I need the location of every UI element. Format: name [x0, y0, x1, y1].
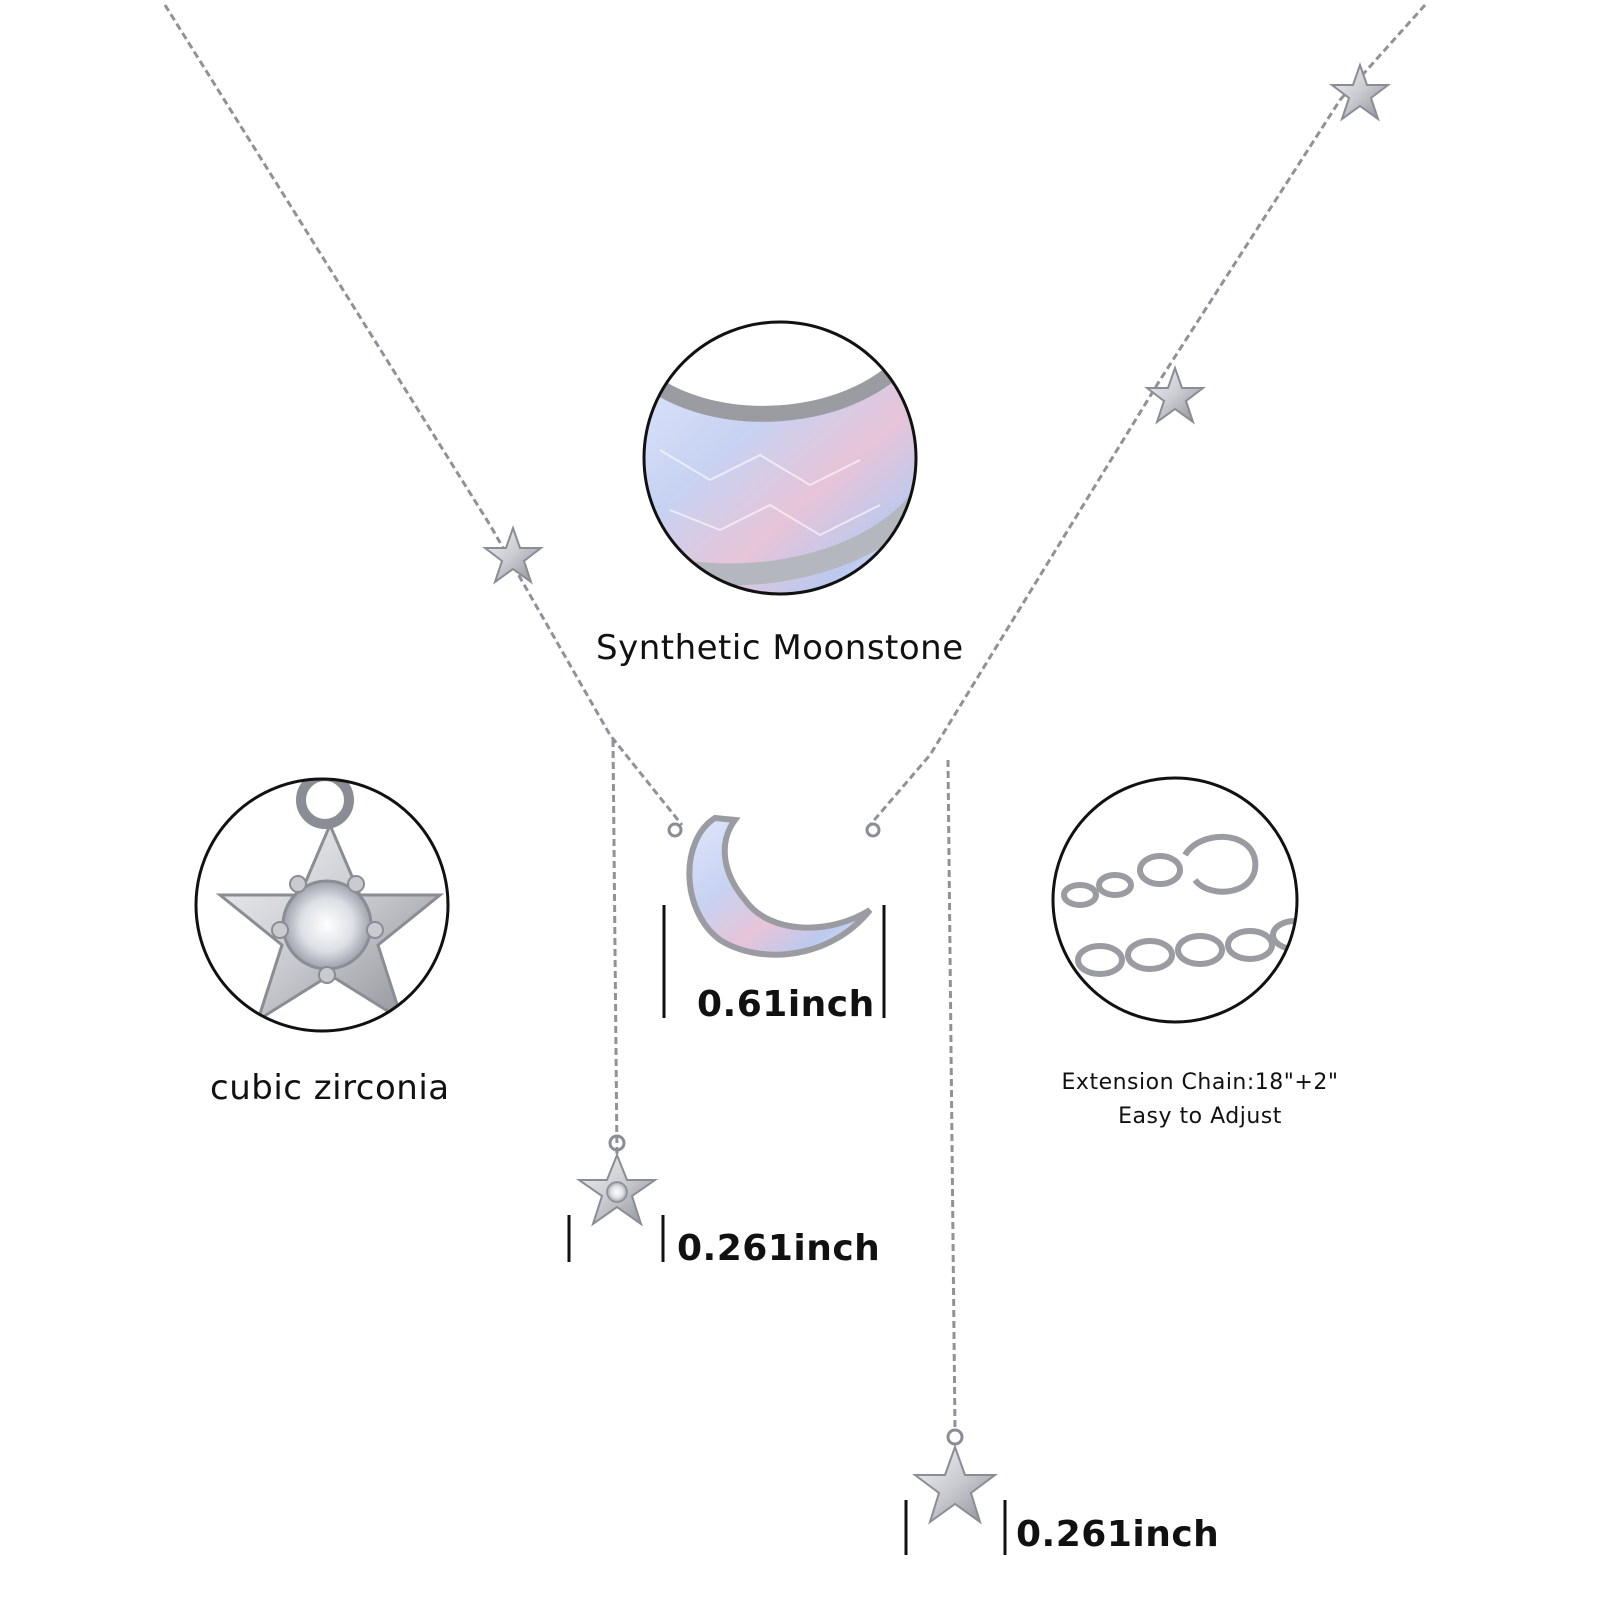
moon-size-label: 0.61inch: [697, 984, 875, 1025]
extension-chain-label: Extension Chain:18"+2": [1061, 1070, 1339, 1095]
small-star-size-label: 0.261inch: [677, 1228, 881, 1269]
bottom-star-size-label: 0.261inch: [1016, 1514, 1220, 1555]
cubic-zirconia-label: cubic zirconia: [210, 1068, 450, 1108]
necklace-chain: [163, 3, 1427, 826]
easy-adjust-label: Easy to Adjust: [1118, 1104, 1282, 1129]
star-charm-left: [482, 524, 544, 585]
extension-chain-caption: Extension Chain:18"+2" Easy to Adjust: [1040, 1066, 1360, 1134]
extension-chain-detail-circle: [1051, 776, 1299, 1024]
cz-star-drop: [575, 1134, 659, 1227]
bottom-star-drop: [912, 1428, 998, 1525]
cz-star-dimension-bars: [567, 1215, 665, 1262]
star-charm-right-upper: [1329, 61, 1391, 122]
moonstone-detail-circle: [642, 320, 918, 596]
moonstone-label: Synthetic Moonstone: [596, 628, 964, 668]
cz-detail-circle: [194, 777, 450, 1033]
bottom-star-dimension-bars: [904, 1500, 1007, 1555]
moon-dimension-bars: [662, 905, 886, 1018]
chain-star-charms: [482, 61, 1391, 585]
star-charm-right-lower: [1144, 364, 1206, 425]
moon-pendant: [667, 814, 881, 958]
drop-chains: [611, 739, 957, 1431]
